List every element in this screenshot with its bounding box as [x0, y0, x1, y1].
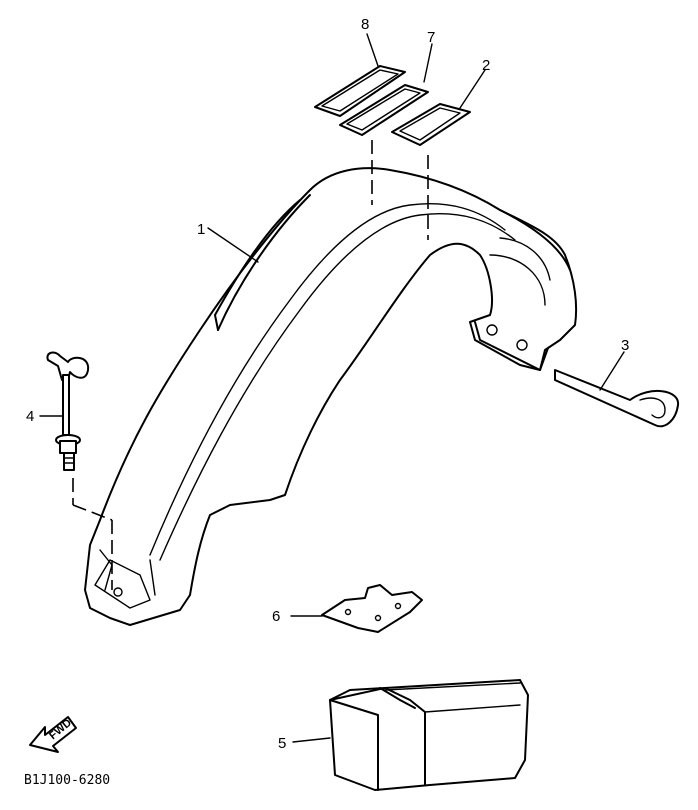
- fwd-arrow-icon: [29, 716, 77, 753]
- callout-2: 2: [482, 57, 490, 74]
- callout-3: 3: [621, 337, 629, 354]
- leader-lines: [39, 33, 625, 743]
- callout-7: 7: [427, 29, 435, 46]
- callout-5: 5: [278, 735, 286, 752]
- rear-fender: [84, 167, 578, 626]
- callout-4: 4: [26, 408, 34, 425]
- callout-1: 1: [197, 221, 205, 238]
- emblem-part-7: [339, 84, 429, 136]
- box-part-5: [329, 679, 529, 791]
- wing-bolt-part-4: [46, 351, 90, 471]
- drawing-code: B1J100-6280: [24, 773, 110, 788]
- callout-8: 8: [361, 16, 369, 33]
- plate-bracket-part-6: [321, 584, 423, 633]
- rod-part-3: [554, 369, 680, 428]
- emblem-part-2: [391, 103, 471, 146]
- callout-6: 6: [272, 608, 280, 625]
- emblem-part-8: [314, 65, 406, 117]
